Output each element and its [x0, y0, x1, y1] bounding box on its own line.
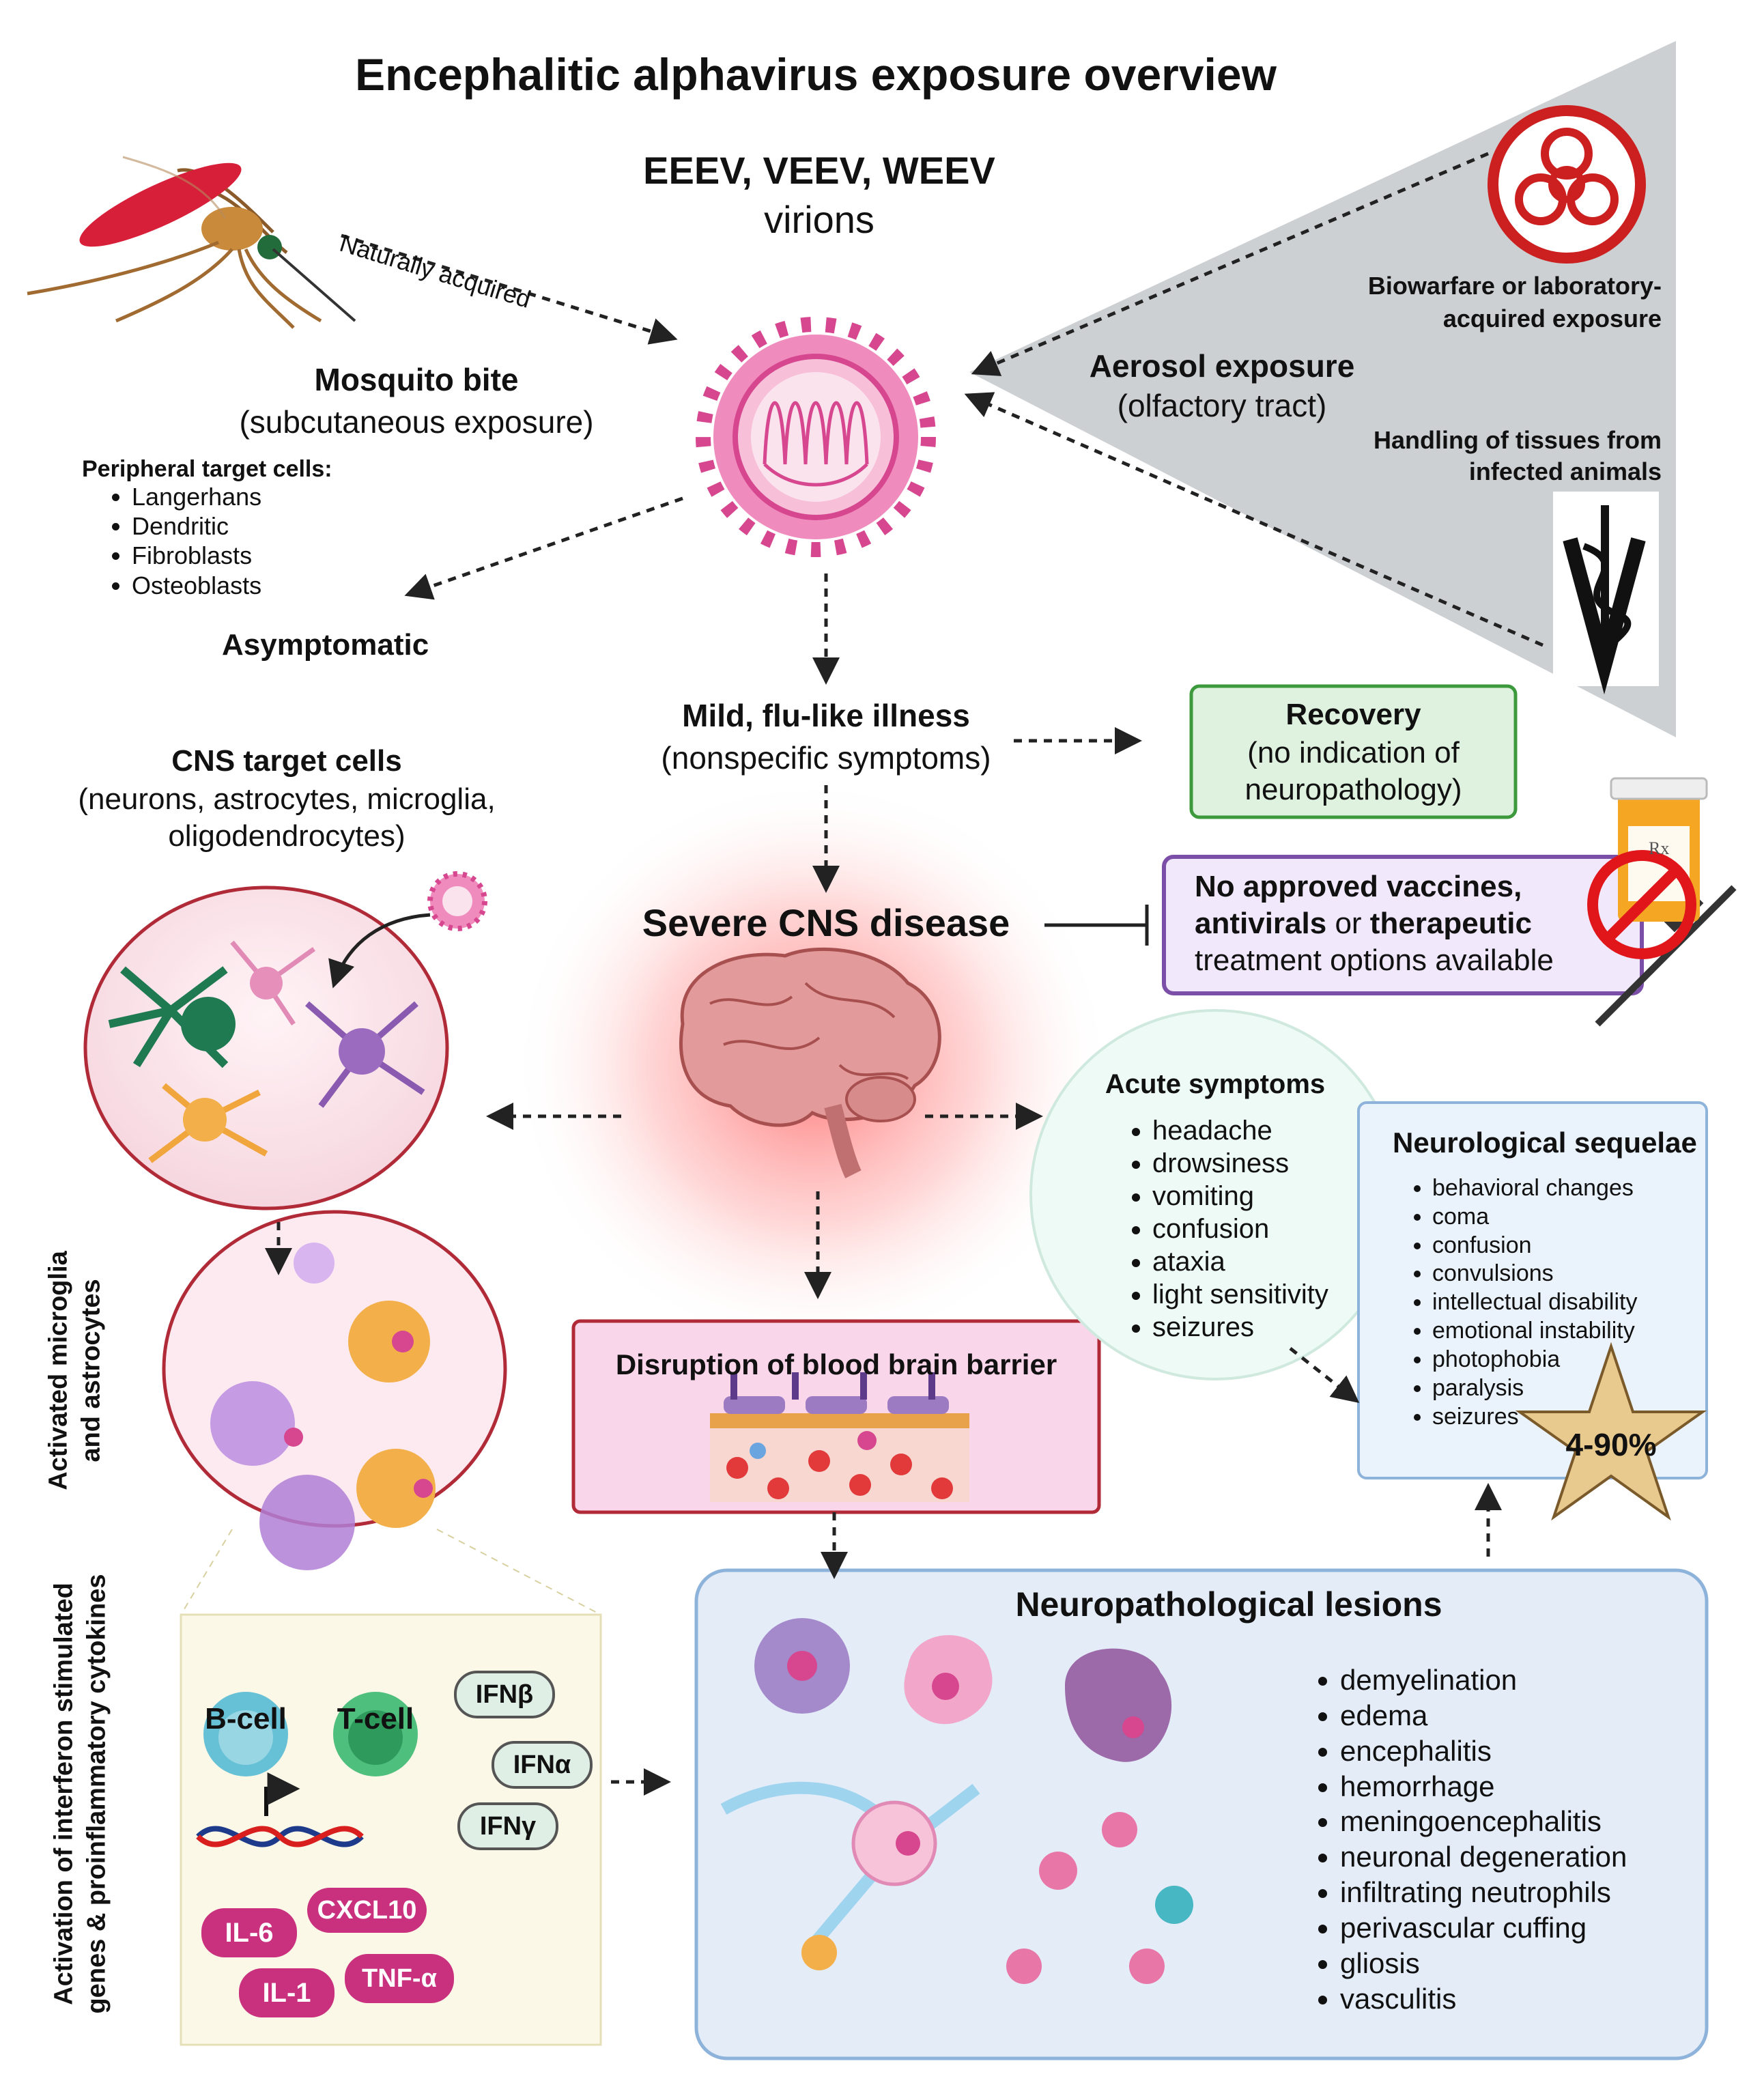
list-item: meningoencephalitis	[1340, 1804, 1627, 1839]
list-item: light sensitivity	[1152, 1278, 1328, 1311]
list-item: Fibroblasts	[132, 541, 261, 570]
list-item: Dendritic	[132, 511, 261, 541]
treatment-antivirals: antivirals	[1195, 907, 1327, 940]
list-item: neuronal degeneration	[1340, 1839, 1627, 1875]
list-item: encephalitis	[1340, 1733, 1627, 1769]
treatment-line3: treatment options available	[1195, 944, 1554, 977]
lesions-list: demyelination edema encephalitis hemorrh…	[1307, 1662, 1627, 2017]
treatment-therapeutic: therapeutic	[1369, 907, 1532, 940]
il6-badge: IL-6	[201, 1908, 297, 1957]
recovery-title: Recovery	[1285, 698, 1421, 731]
ifn-alpha-badge: IFNα	[492, 1741, 593, 1789]
tnf-alpha-badge: TNF-α	[345, 1954, 454, 2003]
mild-title: Mild, flu-like illness	[682, 698, 970, 733]
biowarfare-line1: Biowarfare or laboratory-	[1367, 272, 1662, 300]
list-item: intellectual disability	[1432, 1288, 1638, 1317]
list-item: Osteoblasts	[132, 571, 261, 600]
flow-arrows	[265, 152, 1544, 1796]
list-item: headache	[1152, 1114, 1328, 1147]
ifn-gamma-badge: IFNγ	[457, 1802, 558, 1850]
no-treatment-icon	[1587, 777, 1737, 1027]
list-item: vasculitis	[1340, 1981, 1627, 2017]
cns-cells-illustration	[83, 885, 449, 1210]
sequelae-list: behavioral changes coma confusion convul…	[1399, 1174, 1638, 1431]
treatment-line1: No approved vaccines,	[1195, 870, 1522, 903]
asymptomatic-label: Asymptomatic	[222, 628, 429, 662]
activated-cells-illustration	[162, 1210, 507, 1570]
acute-title: Acute symptoms	[1105, 1069, 1326, 1099]
list-item: behavioral changes	[1432, 1174, 1638, 1203]
recovery-box	[1189, 684, 1518, 819]
peripheral-title: Peripheral target cells:	[82, 456, 332, 482]
list-item: confusion	[1152, 1213, 1328, 1245]
list-item: perivascular cuffing	[1340, 1910, 1627, 1946]
list-item: seizures	[1152, 1311, 1328, 1344]
aerosol-subtitle: (olfactory tract)	[1117, 388, 1327, 423]
acute-list: headache drowsiness vomiting confusion a…	[1120, 1114, 1328, 1344]
virus-label: virions	[764, 198, 874, 241]
virion-illustration	[696, 317, 936, 557]
cns-line2: oligodendrocytes)	[168, 819, 406, 853]
mosquito-subtitle: (subcutaneous exposure)	[239, 404, 594, 440]
biohazard-icon	[1488, 105, 1646, 264]
severe-title: Severe CNS disease	[642, 901, 1010, 944]
tcell-label: T-cell	[337, 1702, 414, 1735]
list-item: emotional instability	[1432, 1317, 1638, 1346]
brain-illustration	[679, 947, 941, 1178]
veterinary-icon	[1553, 492, 1659, 695]
list-item: edema	[1340, 1698, 1627, 1733]
biowarfare-line2: acquired exposure	[1442, 304, 1662, 332]
bcell-label: B-cell	[205, 1702, 287, 1735]
cxcl10-badge: CXCL10	[307, 1888, 427, 1933]
dna-icon	[196, 1772, 364, 1847]
rx-label: Rx	[1649, 838, 1670, 858]
list-item: convulsions	[1432, 1260, 1638, 1288]
star-label: 4-90%	[1565, 1427, 1657, 1462]
sequelae-title: Neurological sequelae	[1393, 1126, 1697, 1159]
small-virion-icon	[427, 871, 487, 931]
bbb-title: Disruption of blood brain barrier	[615, 1348, 1057, 1380]
list-item: demyelination	[1340, 1662, 1627, 1698]
inhibition-line	[1044, 905, 1149, 946]
treatment-or: or	[1326, 907, 1370, 940]
recovery-line2: neuropathology)	[1244, 773, 1462, 806]
list-item: drowsiness	[1152, 1147, 1328, 1180]
list-item: paralysis	[1432, 1374, 1638, 1403]
activation-line2: genes & proinflammatory cytokines	[82, 1574, 111, 2014]
cns-title: CNS target cells	[171, 744, 402, 778]
treatment-box	[1162, 855, 1644, 995]
aerosol-title: Aerosol exposure	[1089, 348, 1355, 384]
list-item: seizures	[1432, 1403, 1638, 1432]
list-item: vomiting	[1152, 1180, 1328, 1213]
mild-subtitle: (nonspecific symptoms)	[661, 740, 991, 776]
handling-line1: Handling of tissues from	[1373, 426, 1662, 454]
list-item: gliosis	[1340, 1946, 1627, 1981]
list-item: coma	[1432, 1203, 1638, 1232]
list-item: infiltrating neutrophils	[1340, 1875, 1627, 1910]
virus-name: EEEV, VEEV, WEEV	[643, 149, 995, 192]
lesions-illustration	[720, 1618, 1193, 1984]
mosquito-illustration	[27, 156, 356, 329]
cns-line1: (neurons, astrocytes, microglia,	[78, 782, 496, 816]
ifn-beta-badge: IFNβ	[454, 1671, 555, 1718]
recovery-line1: (no indication of	[1247, 736, 1460, 769]
handling-line2: infected animals	[1468, 457, 1662, 485]
treatment-line2: antivirals or therapeutic	[1195, 907, 1532, 941]
list-item: confusion	[1432, 1232, 1638, 1260]
il1-badge: IL-1	[239, 1968, 335, 2017]
list-item: ataxia	[1152, 1245, 1328, 1278]
peripheral-list: Langerhans Dendritic Fibroblasts Osteobl…	[99, 482, 261, 600]
activation-line1: Activation of interferon stimulated	[49, 1583, 79, 2005]
lesions-title: Neuropathological lesions	[1015, 1585, 1442, 1624]
prevalence-star	[1515, 1342, 1707, 1521]
list-item: Langerhans	[132, 482, 261, 511]
page-title: Encephalitic alphavirus exposure overvie…	[355, 49, 1277, 100]
bbb-illustration	[710, 1372, 969, 1502]
list-item: hemorrhage	[1340, 1769, 1627, 1804]
mosquito-title: Mosquito bite	[314, 362, 519, 397]
list-item: photophobia	[1432, 1346, 1638, 1374]
